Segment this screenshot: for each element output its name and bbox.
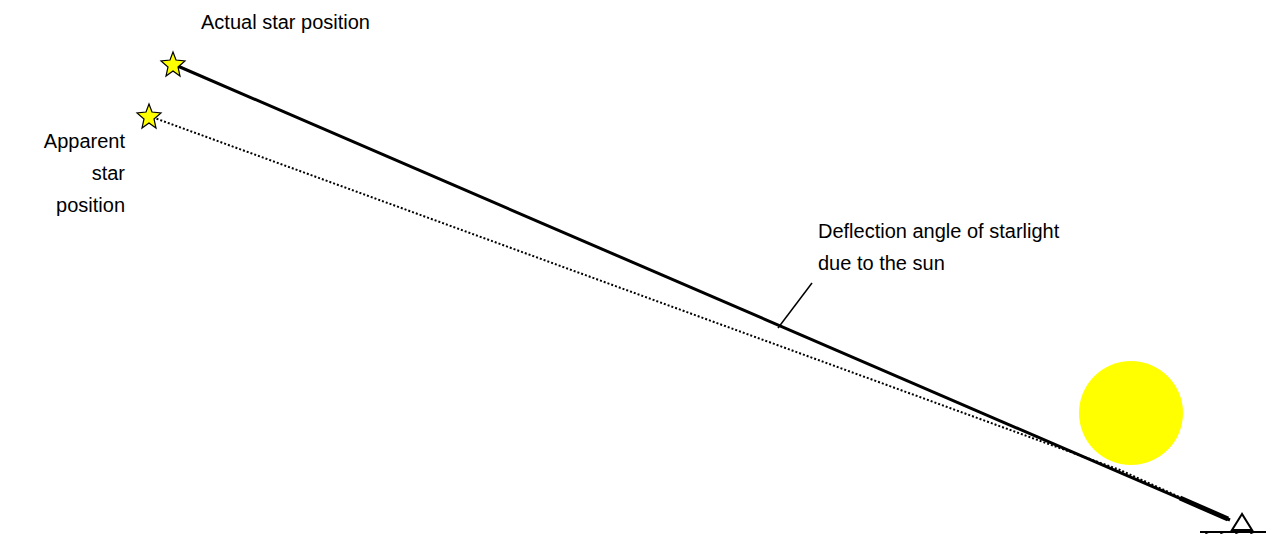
actual-star: [161, 52, 185, 76]
apparent-star: [137, 104, 161, 128]
observer-sightline: [1180, 498, 1228, 519]
sun: [1079, 361, 1183, 465]
leader-line: [778, 283, 812, 328]
angle-label: Deflection angle of starlight due to the…: [818, 215, 1063, 279]
star-label: Actual star position: [201, 6, 501, 38]
apparent-light-path: [149, 116, 1228, 519]
observer-symbol: [1200, 514, 1266, 534]
star-label: Apparent star position: [30, 125, 125, 221]
